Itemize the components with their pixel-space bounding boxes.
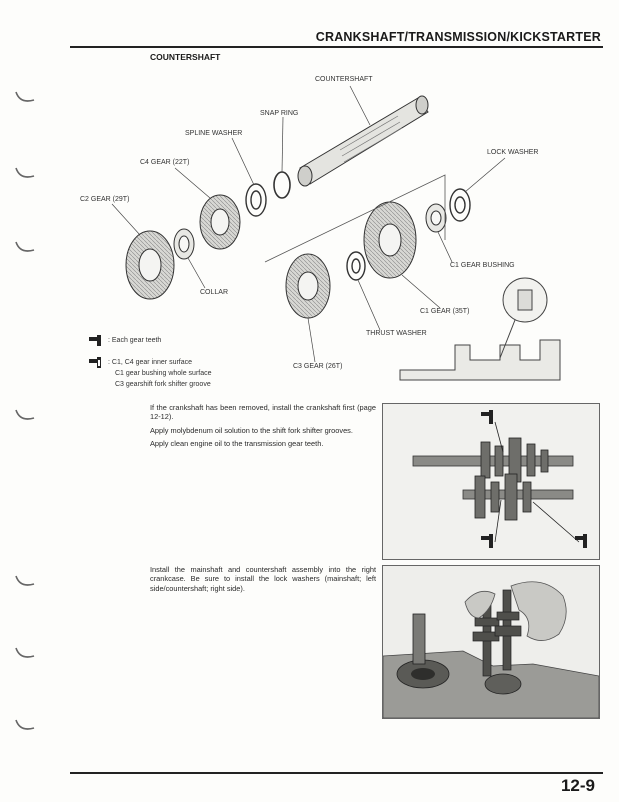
instruction-p3: Apply clean engine oil to the transmissi… — [150, 439, 324, 449]
label-c4-gear: C4 GEAR (22T) — [140, 159, 190, 166]
legend-moly-line1: : C1, C4 gear inner surface — [108, 359, 193, 366]
label-c2-gear: C2 GEAR (29T) — [80, 196, 130, 203]
page-number: 12-9 — [560, 776, 595, 795]
label-c1-gear-bushing: C1 GEAR BUSHING — [450, 262, 515, 269]
photo-gear-assembly — [382, 403, 600, 560]
legend-moly-line2: C1 gear bushing whole surface — [115, 370, 212, 377]
thrust-washer-part — [346, 251, 366, 281]
label-c3-gear: C3 GEAR (26T) — [293, 363, 343, 370]
header-rule — [70, 46, 603, 48]
legend-moly-line3: C3 gearshift fork shifter groove — [115, 381, 211, 388]
label-lock-washer: LOCK WASHER — [487, 149, 539, 156]
label-snap-ring: SNAP RING — [260, 110, 299, 117]
instruction-block-2: Install the mainshaft and countershaft a… — [150, 565, 376, 597]
c2-gear-part — [125, 230, 175, 300]
lock-washer-part — [449, 188, 471, 222]
countershaft-exploded-diagram — [111, 85, 561, 381]
footer-rule — [70, 772, 603, 774]
c4-gear-part — [199, 194, 241, 250]
legend-oil: : Each gear teeth — [108, 337, 162, 344]
label-c1-gear: C1 GEAR (35T) — [420, 308, 470, 315]
snap-ring-part — [273, 171, 291, 199]
instruction-p2: Apply molybdenum oil solution to the shi… — [150, 425, 353, 435]
label-countershaft: COUNTERSHAFT — [315, 76, 373, 83]
label-collar: COLLAR — [200, 289, 229, 296]
photo-crankcase-install — [382, 565, 600, 719]
oil-can-icon — [89, 335, 101, 346]
inset-detail-drawing — [399, 277, 561, 381]
c3-gear-part — [285, 253, 331, 319]
instruction-block-1: If the crankshaft has been removed, inst… — [150, 403, 376, 453]
page-header-title: CRANKSHAFT/TRANSMISSION/KICKSTARTER — [315, 30, 601, 44]
instruction-p1: If the crankshaft has been removed, inst… — [150, 403, 376, 422]
c1-gear-bushing-part — [425, 203, 447, 233]
label-thrust-washer: THRUST WASHER — [366, 330, 427, 337]
countershaft-part — [297, 95, 429, 187]
margin-binding-marks — [15, 91, 35, 730]
spline-washer-part — [245, 183, 267, 217]
assembly-guide-lines — [264, 174, 446, 263]
label-spline-washer: SPLINE WASHER — [185, 130, 243, 137]
c1-gear-part — [363, 201, 417, 279]
instruction-p4: Install the mainshaft and countershaft a… — [150, 565, 376, 593]
section-title: COUNTERSHAFT — [150, 52, 221, 62]
moly-oil-icon — [89, 357, 101, 368]
collar-part — [173, 228, 195, 260]
